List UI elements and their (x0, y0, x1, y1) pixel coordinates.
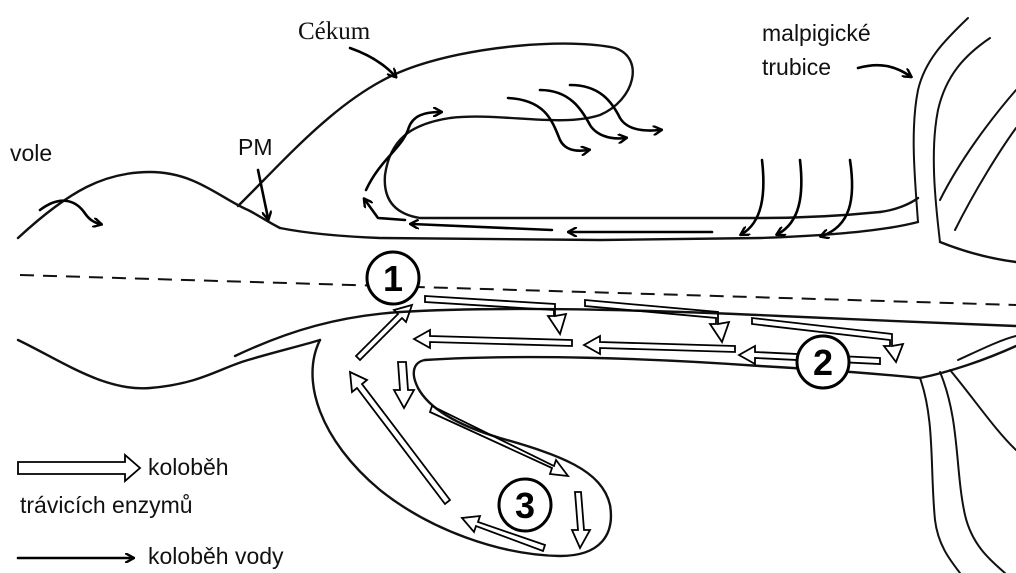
label-vole: vole (10, 140, 52, 166)
malpighian-tubules (914, 18, 1016, 573)
water-arrow-10 (822, 160, 852, 236)
legend-enzyme-symbol (18, 455, 140, 481)
crop-lower-wall (18, 340, 320, 388)
label-malpigicke-line1: malpigické (762, 20, 871, 46)
enzyme-arrow-11 (350, 372, 450, 504)
marker-1-label: 1 (383, 258, 403, 299)
tubule-2 (934, 38, 990, 242)
enzyme-arrow-4 (414, 330, 572, 348)
tubule-1 (914, 18, 968, 222)
cekum-pointer-arrow (350, 48, 395, 76)
water-arrow-2 (412, 224, 552, 230)
midline-dashed (20, 275, 1016, 305)
caecum-inner (880, 198, 918, 212)
enzyme-arrow-7 (394, 362, 414, 408)
water-arrow-7 (570, 85, 660, 131)
lower-caecum (313, 340, 611, 556)
lower-caecum-outer (313, 340, 611, 556)
label-pm: PM (238, 134, 273, 160)
water-arrow-8 (742, 160, 763, 234)
hindgut-taper-lower (920, 346, 1016, 378)
tubule-8 (958, 336, 1016, 360)
hindgut-upper-wall (940, 242, 1016, 262)
legend-enzyme-label-line2: trávicích enzymů (20, 492, 193, 518)
water-arrow-6 (540, 90, 625, 138)
marker-1: 1 (367, 252, 419, 304)
tubule-6 (940, 372, 1005, 573)
malpigicke-pointer-arrow (858, 65, 910, 76)
tubule-7 (950, 370, 1016, 450)
enzyme-arrow-1 (425, 296, 566, 334)
marker-3: 3 (499, 479, 551, 531)
enzyme-flow-arrows (350, 296, 903, 551)
marker-3-label: 3 (515, 485, 535, 526)
enzyme-arrow-5 (584, 336, 735, 354)
legend-water-label: koloběh vody (148, 543, 284, 569)
water-arrow-9 (778, 160, 801, 234)
marker-2-label: 2 (813, 342, 833, 383)
enzyme-arrow-9 (572, 492, 590, 548)
tubule-4 (955, 128, 1016, 230)
label-malpigicke-line2: trubice (762, 54, 831, 80)
legend-enzyme-label-line1: koloběh (148, 454, 229, 480)
label-cekum: Cékum (298, 18, 370, 46)
tubule-5 (920, 378, 960, 573)
marker-2: 2 (797, 336, 849, 388)
enzyme-arrow-8 (430, 406, 568, 476)
enzyme-arrow-2 (585, 300, 729, 342)
